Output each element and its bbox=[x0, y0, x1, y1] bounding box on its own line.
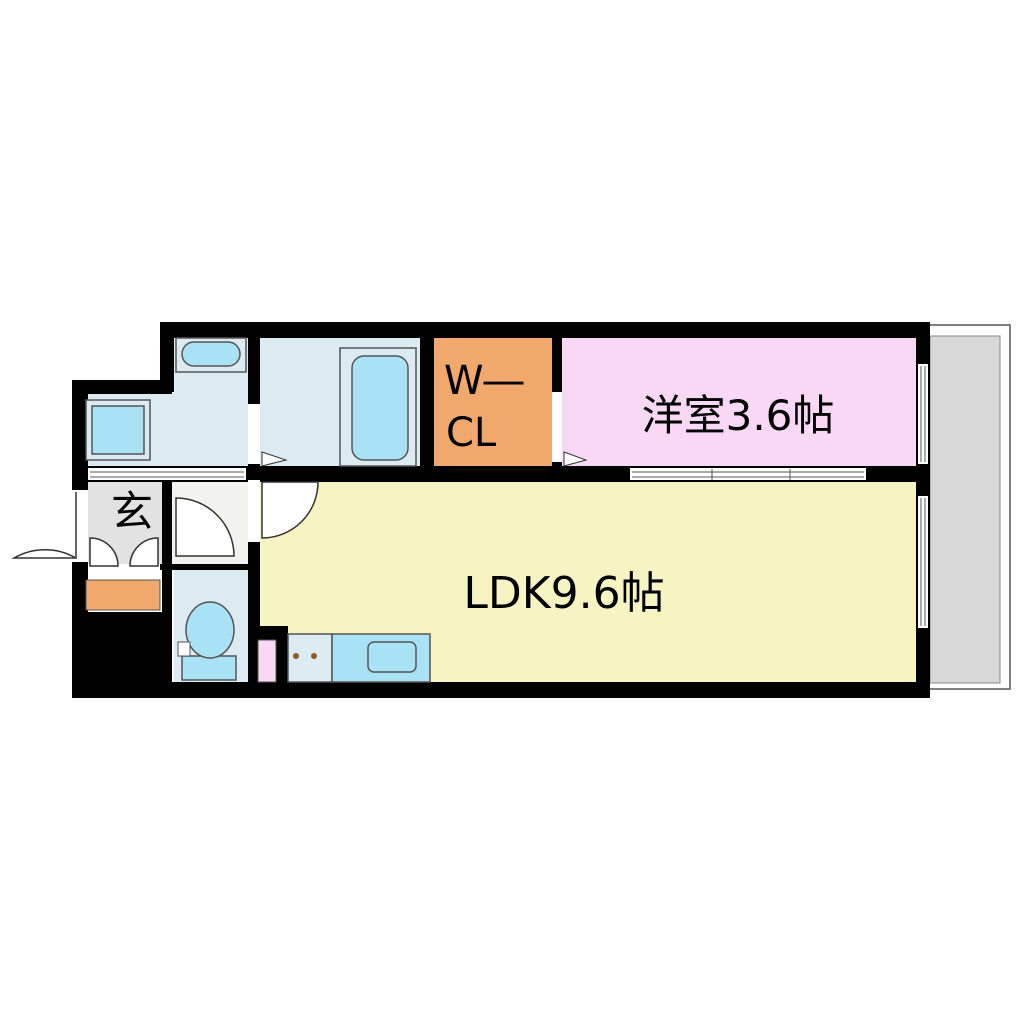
bathtub bbox=[339, 347, 417, 467]
balcony bbox=[921, 324, 1011, 690]
western-room-label: 洋室3.6帖 bbox=[642, 391, 835, 440]
refrigerator-space bbox=[257, 639, 277, 683]
kitchen-counter bbox=[287, 633, 431, 683]
ldk-label: LDK9.6帖 bbox=[463, 568, 664, 619]
washing-machine-pan bbox=[85, 399, 151, 461]
entrance-label: 玄 bbox=[111, 487, 153, 536]
walk-in-closet bbox=[434, 338, 552, 466]
toilet bbox=[177, 601, 237, 681]
shoe-cabinet bbox=[85, 579, 161, 611]
washbasin bbox=[175, 337, 247, 373]
walk-in-closet-label-line1: W― bbox=[444, 358, 524, 404]
door-swings bbox=[11, 481, 319, 567]
western-room bbox=[562, 338, 916, 466]
door-triangles bbox=[261, 451, 588, 467]
sliding-door-marks bbox=[90, 366, 926, 626]
walk-in-closet-label-line2: CL bbox=[446, 410, 497, 456]
